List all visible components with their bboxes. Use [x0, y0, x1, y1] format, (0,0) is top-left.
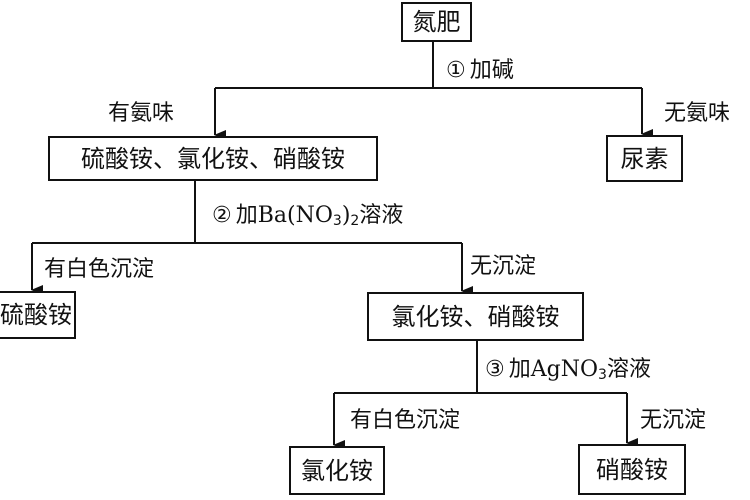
node-two-salts: 氯化铵、硝酸铵	[367, 292, 584, 341]
step3-prefix: 加	[508, 357, 531, 382]
node-ammonium-sulfate: 硫酸铵	[0, 291, 76, 339]
node-nitrogen-fertilizer-text: 氮肥	[412, 8, 461, 36]
node-ammonium-sulfate-text: 硫酸铵	[0, 301, 72, 329]
node-ammonium-chloride-text: 氯化铵	[301, 456, 373, 485]
step2-subscript-2: 2	[350, 213, 360, 229]
step2-formula-b: )	[341, 203, 351, 228]
branch-label-no-precipitate-1: 无沉淀	[470, 254, 537, 279]
node-three-salts: 硫酸铵、氯化铵、硝酸铵	[48, 136, 378, 181]
step1-text: 加碱	[469, 58, 514, 83]
branch-label-white-precipitate-2: 有白色沉淀	[350, 408, 461, 433]
step1-number: ①	[446, 58, 466, 83]
step2-prefix: 加	[235, 203, 258, 228]
step3-number: ③	[485, 357, 505, 382]
node-ammonium-chloride: 氯化铵	[289, 446, 385, 495]
node-urea: 尿素	[606, 135, 683, 182]
branch-label-white-precipitate-1: 有白色沉淀	[44, 257, 155, 282]
branch-label-ammonia-smell: 有氨味	[108, 101, 175, 126]
step2-subscript-3: 3	[332, 213, 342, 229]
branch-label-no-precipitate-2: 无沉淀	[640, 408, 707, 433]
step2-number: ②	[212, 203, 232, 228]
node-three-salts-text: 硫酸铵、氯化铵、硝酸铵	[81, 144, 345, 173]
step2-formula-a: Ba(NO	[257, 203, 333, 228]
node-ammonium-nitrate-text: 硝酸铵	[596, 455, 668, 484]
node-urea-text: 尿素	[620, 144, 669, 173]
step3-suffix: 溶液	[606, 357, 651, 382]
step2-suffix: 溶液	[359, 203, 404, 228]
node-nitrogen-fertilizer: 氮肥	[401, 2, 472, 42]
node-ammonium-nitrate: 硝酸铵	[578, 444, 686, 495]
step3-subscript-3: 3	[598, 367, 607, 383]
branch-label-no-ammonia-smell: 无氨味	[664, 101, 731, 126]
step3-formula-a: AgNO	[530, 357, 599, 382]
node-two-salts-text: 氯化铵、硝酸铵	[391, 302, 560, 331]
